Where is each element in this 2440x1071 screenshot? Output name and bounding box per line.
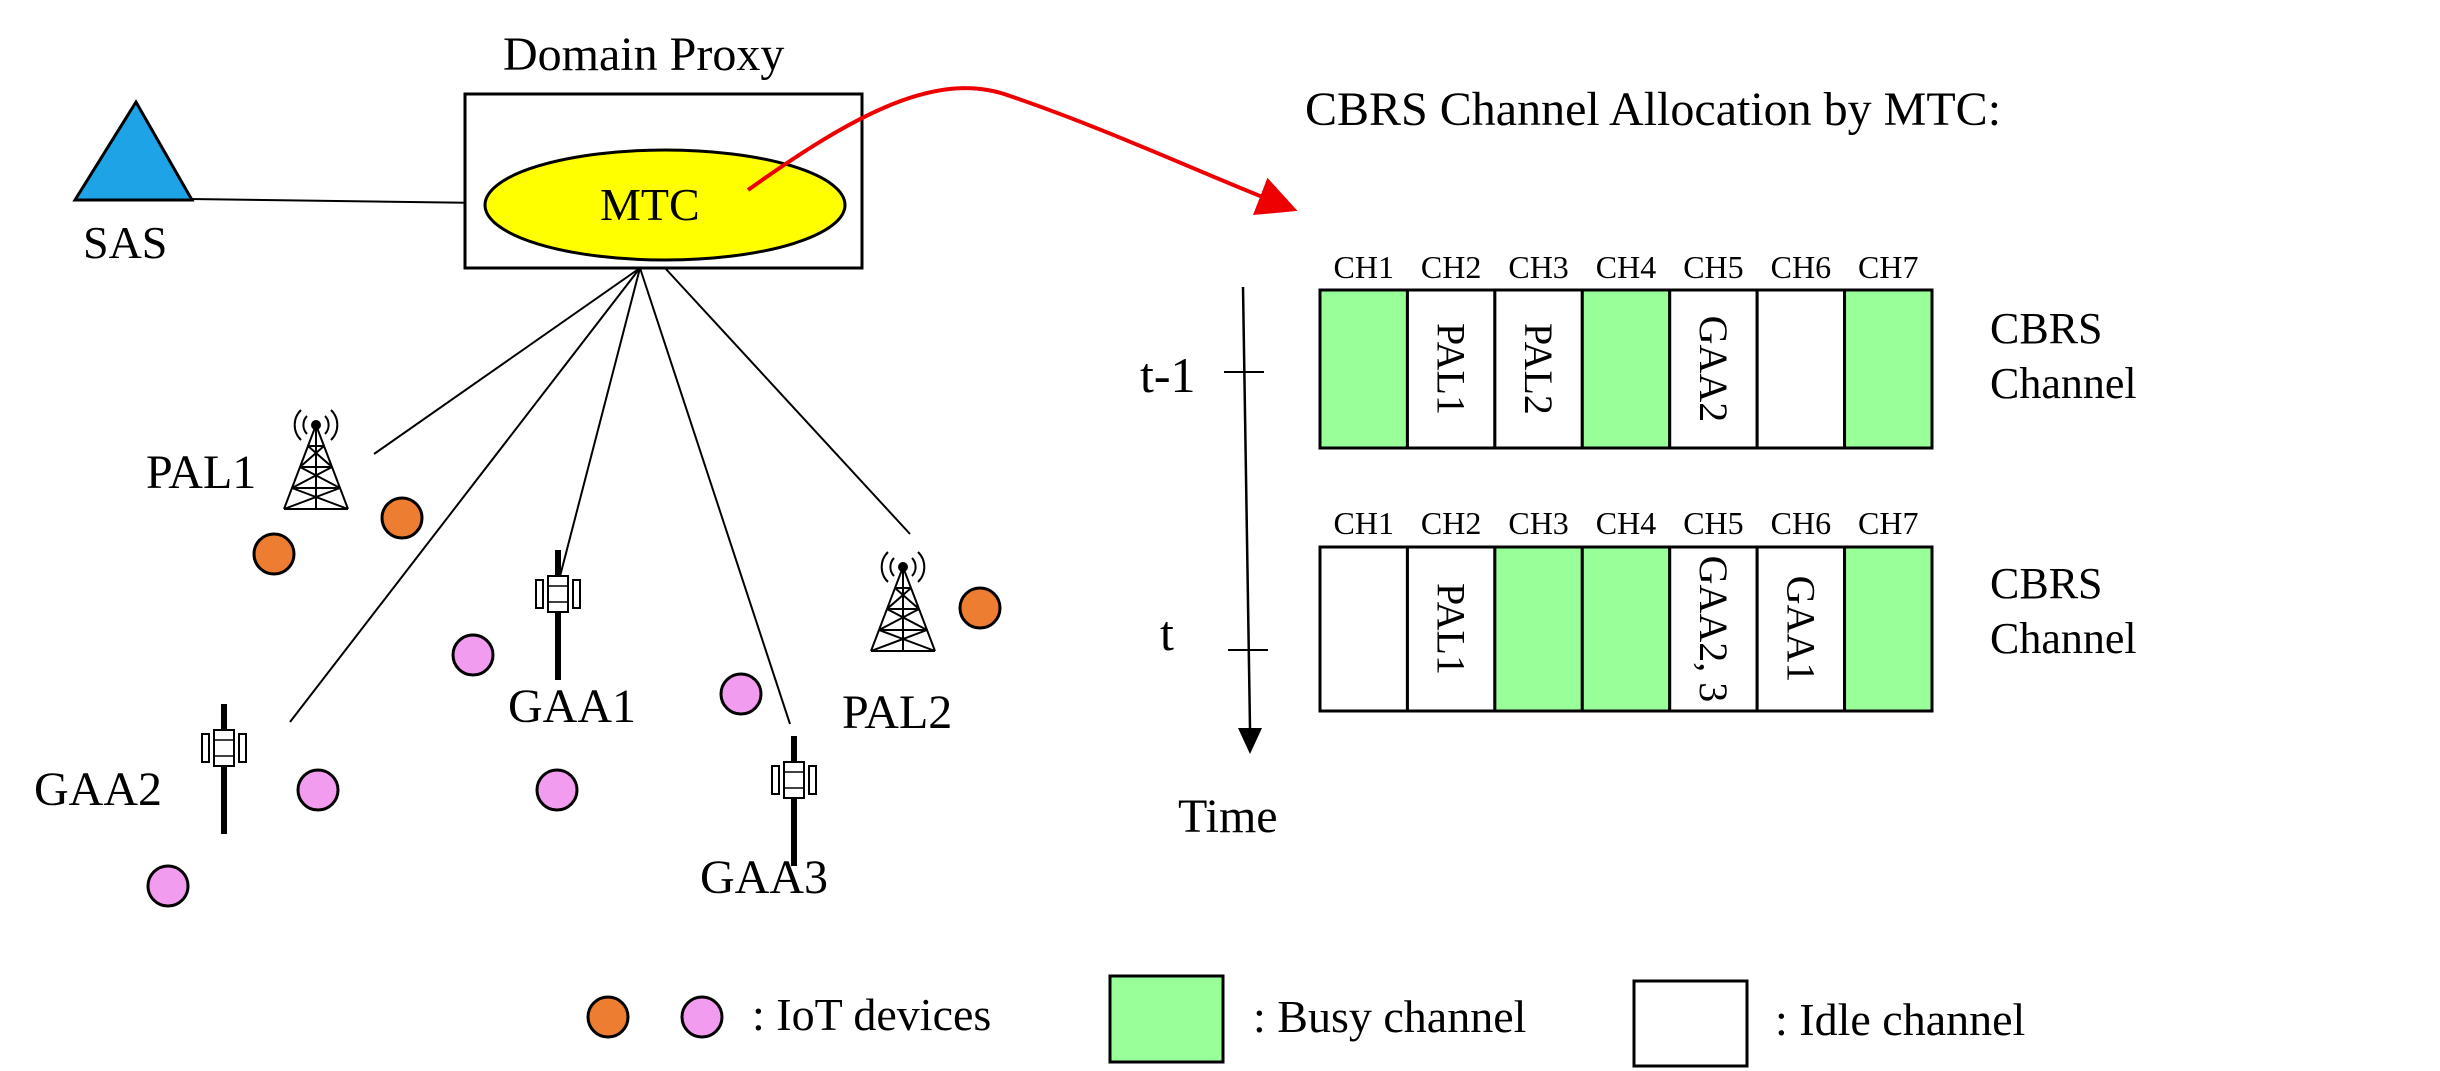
row-side-label-cbrs: CBRS (1990, 304, 2103, 353)
busy-channel-cell (1843, 288, 1934, 450)
gaa3-pole-icon (772, 736, 816, 866)
channel-occupant-label: PAL1 (1429, 583, 1474, 675)
link-mtc-gaa3 (639, 267, 791, 725)
channel-occupant-label: PAL2 (1516, 323, 1561, 415)
time-label: t-1 (1140, 347, 1196, 403)
channel-header-ch3: CH3 (1508, 505, 1568, 541)
legend-busy-swatch (1108, 974, 1225, 1064)
idle-channel-cell (1668, 288, 1759, 450)
channel-occupant-label: GAA1 (1778, 576, 1823, 683)
legend: : IoT devices : Busy channel : Idle chan… (586, 974, 2025, 1068)
time-label: t (1160, 605, 1174, 661)
time-axis (1241, 286, 1252, 729)
gaa1-label: GAA1 (508, 680, 636, 733)
idle-channel-cell (1668, 545, 1759, 713)
gaa1-pole-icon (536, 550, 580, 680)
channel-header-ch7: CH7 (1858, 249, 1918, 285)
idle-channel-cell (1318, 545, 1409, 713)
pal1-label: PAL1 (146, 446, 256, 499)
idle-channel-cell (1755, 288, 1847, 450)
sas-label: SAS (83, 217, 167, 268)
channel-header-ch5: CH5 (1683, 505, 1743, 541)
busy-channel-cell (1843, 545, 1934, 713)
pal2-label: PAL2 (842, 686, 952, 739)
iot-device-pink (719, 672, 763, 716)
row-side-label-cbrs: CBRS (1990, 559, 2103, 608)
time-axis-label: Time (1178, 790, 1278, 843)
channel-header-ch6: CH6 (1771, 505, 1831, 541)
sas-triangle (72, 99, 195, 202)
iot-device-orange (380, 496, 424, 540)
iot-device-pink (296, 768, 340, 812)
link-mtc-pal1 (373, 267, 641, 455)
mtc-label: MTC (600, 179, 700, 230)
legend-busy-label: : Busy channel (1253, 991, 1526, 1042)
channel-header-ch1: CH1 (1333, 249, 1393, 285)
channel-occupant-label: GAA2, 3 (1691, 556, 1736, 703)
channel-header-ch3: CH3 (1508, 249, 1568, 285)
gaa2-label: GAA2 (34, 763, 162, 816)
channel-header-ch2: CH2 (1421, 505, 1481, 541)
link-mtc-gaa1 (557, 267, 641, 585)
link-sas-mtc (189, 198, 486, 204)
legend-iot-orange (586, 995, 630, 1039)
domain-proxy-label: Domain Proxy (503, 28, 784, 81)
iot-device-pink (535, 768, 579, 812)
channel-header-ch4: CH4 (1596, 249, 1656, 285)
channel-header-ch1: CH1 (1333, 505, 1393, 541)
network-diagram: SAS Domain Proxy MTC PAL1 PAL2 GAA1 GAA2… (34, 28, 1298, 908)
iot-device-pink (146, 864, 190, 908)
gaa3-label: GAA3 (700, 851, 828, 904)
row-side-label-channel: Channel (1990, 614, 2137, 663)
busy-channel-cell (1580, 545, 1672, 713)
channel-header-ch6: CH6 (1771, 249, 1831, 285)
iot-device-orange (958, 586, 1002, 630)
channel-header-ch2: CH2 (1421, 249, 1481, 285)
gaa2-pole-icon (202, 704, 246, 834)
time-axis-arrowhead (1238, 728, 1262, 754)
iot-device-orange (252, 532, 296, 576)
allocation-title: CBRS Channel Allocation by MTC: (1305, 83, 2001, 136)
pal1-tower-icon (283, 409, 349, 510)
allocation-row-t-minus-1: t-1 CH1 CH2 CH3 CH4 CH5 CH6 CH7 PAL1 PAL2 GAA2 C… (1140, 249, 2137, 450)
legend-iot-label: : IoT devices (752, 989, 991, 1040)
idle-channel-cell (1405, 545, 1497, 713)
legend-iot-pink (680, 995, 724, 1039)
channel-header-ch7: CH7 (1858, 505, 1918, 541)
iot-device-pink (451, 633, 495, 677)
channel-occupant-label: PAL1 (1429, 323, 1474, 415)
link-mtc-pal2 (664, 267, 911, 535)
channel-header-ch4: CH4 (1596, 505, 1656, 541)
busy-channel-cell (1318, 288, 1409, 450)
busy-channel-cell (1580, 288, 1672, 450)
channel-header-ch5: CH5 (1683, 249, 1743, 285)
channel-allocation: CBRS Channel Allocation by MTC: Time t-1… (1140, 83, 2137, 843)
legend-idle-label: : Idle channel (1775, 994, 2025, 1045)
busy-channel-cell (1493, 545, 1584, 713)
link-mtc-gaa2 (289, 267, 641, 723)
mtc-to-allocation-arrow (746, 86, 1298, 216)
channel-occupant-label: GAA2 (1691, 316, 1736, 423)
pal2-tower-icon (870, 551, 936, 652)
legend-idle-swatch (1632, 979, 1749, 1068)
row-side-label-channel: Channel (1990, 359, 2137, 408)
mtc-ellipse (483, 148, 847, 262)
